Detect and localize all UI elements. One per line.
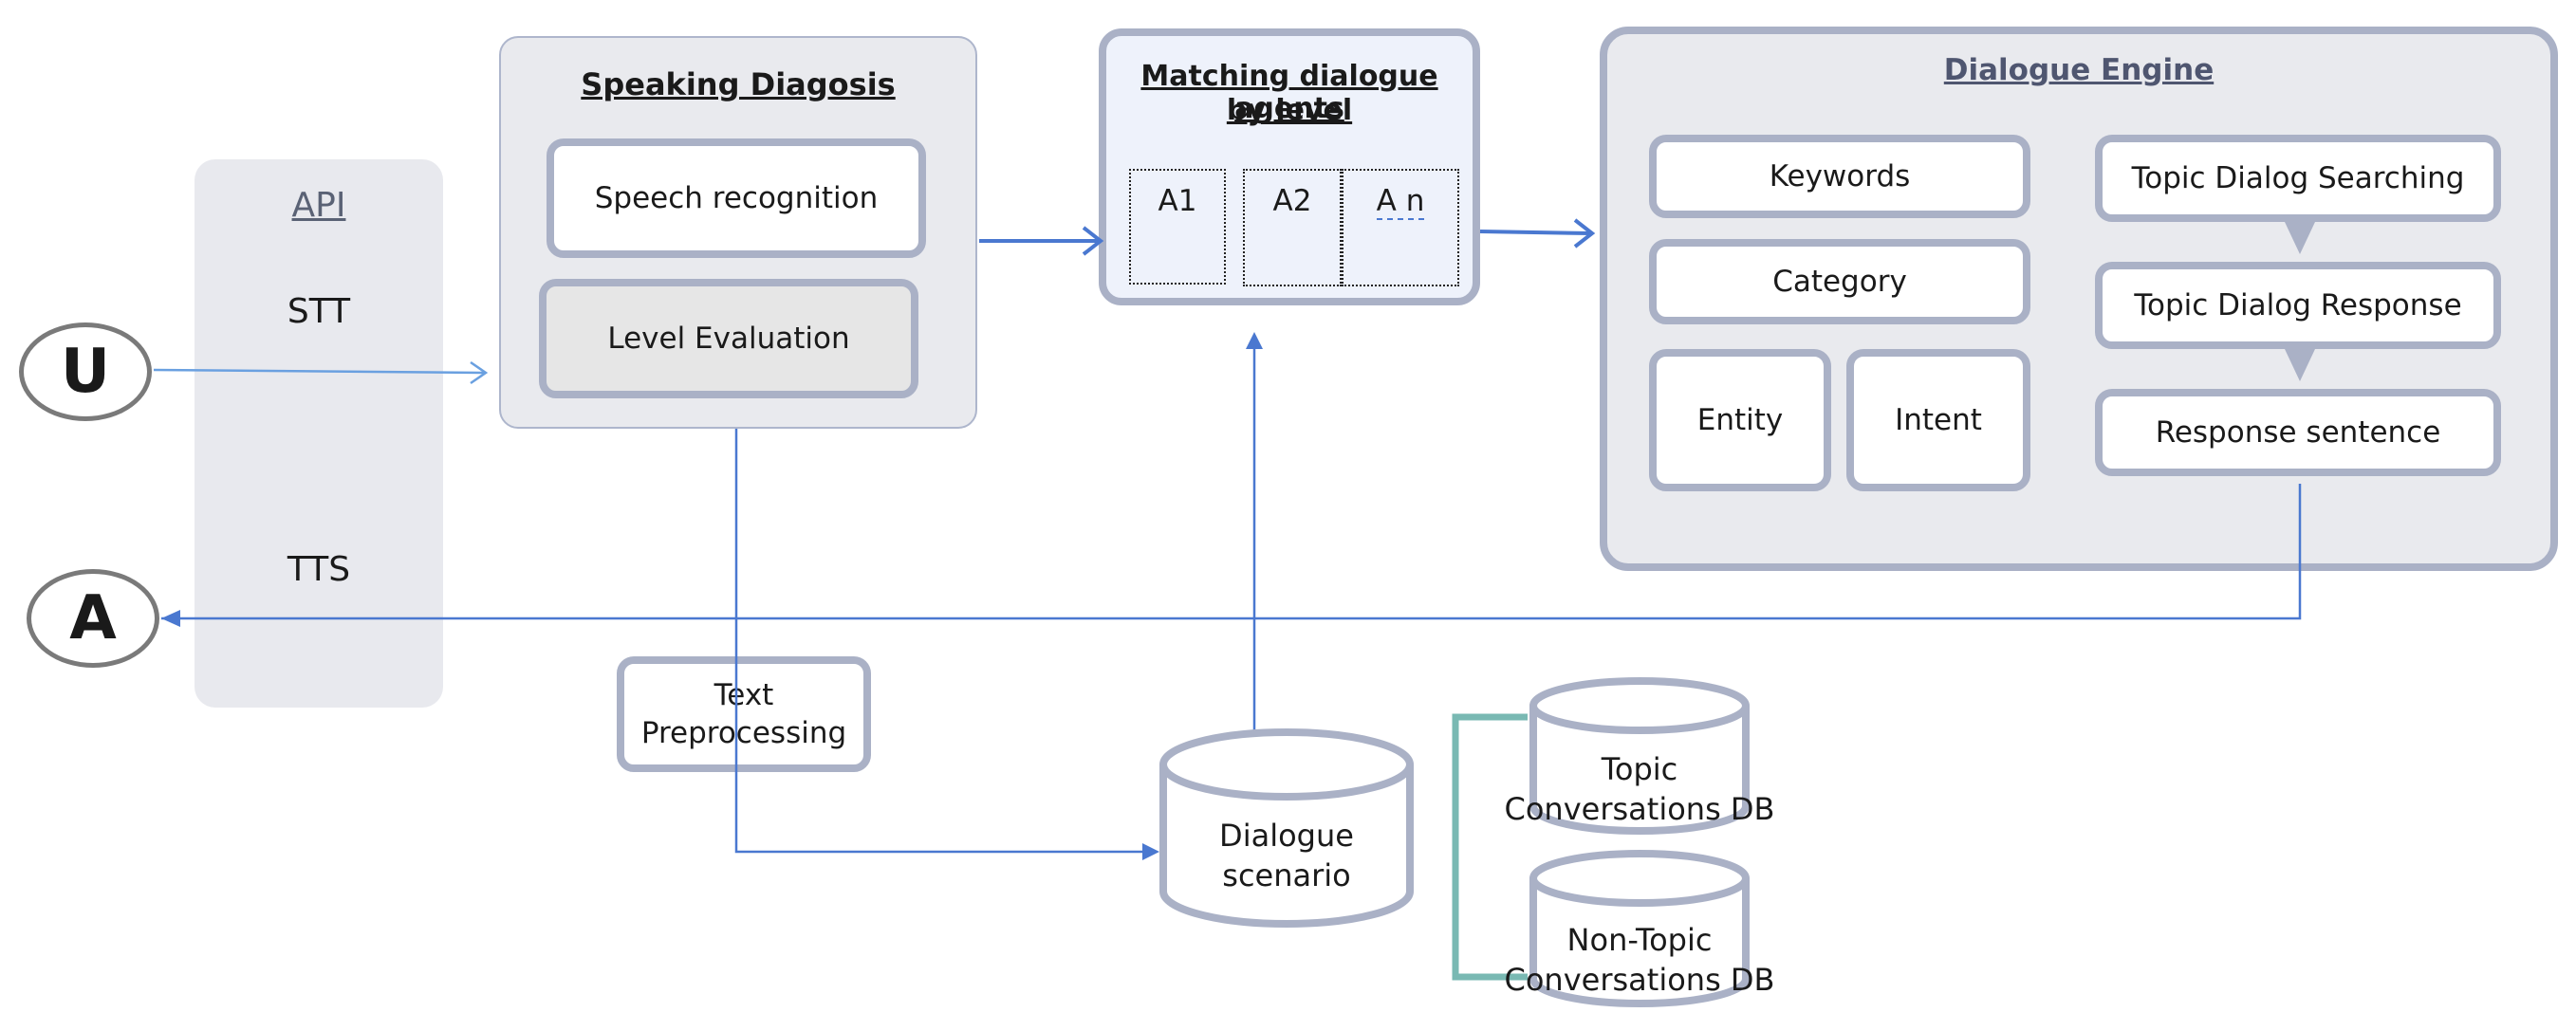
agent-a1: A1 [1129, 169, 1226, 285]
topic-db-cylinder [1529, 677, 1750, 835]
user-node: U [19, 322, 152, 421]
topic-dialog-response-box: Topic Dialog Response [2095, 262, 2501, 349]
non-topic-db-cylinder [1529, 850, 1750, 1007]
dialogue-scenario-line1: Dialogue [1219, 818, 1354, 854]
api-panel [195, 159, 443, 708]
tts-label: TTS [287, 550, 351, 589]
arrow-user-to-diagnosis [153, 368, 485, 375]
level-evaluation-box: Level Evaluation [539, 279, 918, 398]
agent-a2: A2 [1243, 169, 1342, 286]
dialogue-engine-title: Dialogue Engine [1943, 53, 2215, 87]
topic-db-line2: Conversations DB [1504, 791, 1775, 827]
non-topic-db-line2: Conversations DB [1504, 962, 1775, 998]
entity-box: Entity [1649, 349, 1831, 491]
line-diagnosis-to-scenario [734, 429, 1148, 854]
dialogue-scenario-label: Dialogue scenario [1163, 816, 1410, 895]
matching-title-line2: by level [1226, 94, 1353, 127]
db-bracket [1452, 713, 1528, 981]
speaking-diagnosis-title: Speaking Diagosis [581, 66, 896, 102]
agent-node: A [27, 569, 159, 668]
api-title: API [291, 186, 346, 225]
dialogue-scenario-cylinder [1159, 728, 1414, 928]
topic-dialog-searching-box: Topic Dialog Searching [2095, 135, 2501, 222]
arrow-matching-to-engine [1479, 230, 1591, 235]
text-preprocessing-line2: Preprocessing [640, 716, 847, 750]
chevron-searching-to-response [2285, 222, 2315, 254]
topic-db-label: Topic Conversations DB [1480, 749, 1799, 829]
non-topic-db-line1: Non-Topic [1566, 922, 1713, 958]
stt-label: STT [287, 292, 351, 331]
response-sentence-box: Response sentence [2095, 389, 2501, 476]
keywords-box: Keywords [1649, 135, 2030, 218]
category-box: Category [1649, 239, 2030, 324]
matching-title-line1: Matching dialogue agents [1140, 60, 1438, 125]
text-preprocessing-line1: Text [713, 678, 774, 712]
line-response-to-agent [161, 484, 2302, 620]
chevron-response-to-sentence [2285, 349, 2315, 381]
text-preprocessing-box: Text Preprocessing [617, 656, 871, 772]
agent-an: A n [1342, 169, 1459, 286]
non-topic-db-label: Non-Topic Conversations DB [1480, 920, 1799, 1000]
dialogue-scenario-line2: scenario [1222, 857, 1351, 893]
speech-recognition-box: Speech recognition [547, 138, 926, 258]
intent-box: Intent [1846, 349, 2030, 491]
agent-an-label: A n [1376, 184, 1425, 220]
topic-db-line1: Topic [1601, 751, 1678, 787]
